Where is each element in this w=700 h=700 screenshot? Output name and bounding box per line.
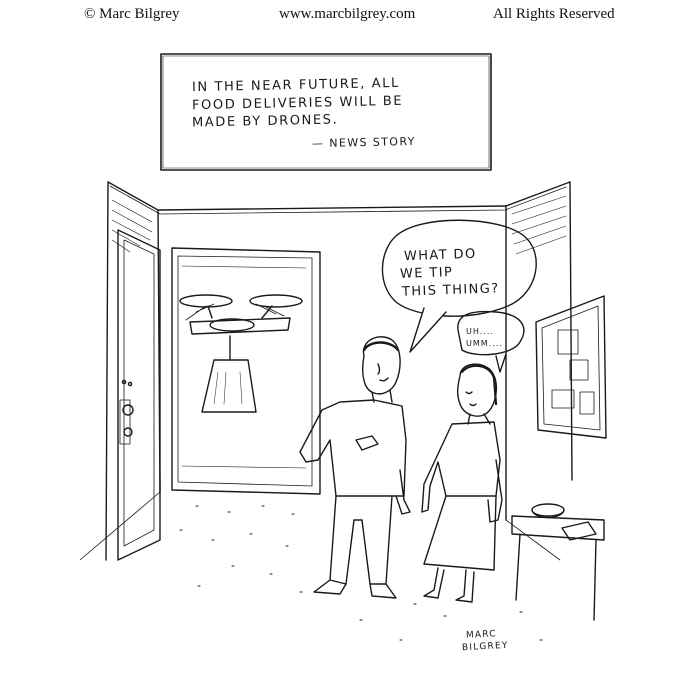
speech-text-line: WE TIP [399, 265, 454, 282]
quote-attribution: — NEWS STORY [311, 134, 416, 151]
floor-texture [180, 506, 542, 640]
side-table [512, 504, 604, 620]
bulletin-board [536, 296, 606, 438]
man-figure [300, 337, 410, 598]
speech-text-line: WHAT DO [403, 246, 477, 265]
doorway [172, 248, 320, 494]
reply-text-line: UH.... [466, 327, 494, 336]
wall-sign [161, 54, 491, 170]
woman-figure [422, 364, 502, 602]
speech-balloon [382, 220, 536, 352]
reply-balloon [458, 312, 524, 372]
reply-text-line: UMM.... [466, 339, 503, 348]
delivery-drone [180, 295, 302, 412]
rights-label: All Rights Reserved [493, 6, 615, 22]
website-label: www.marcbilgrey.com [279, 6, 416, 22]
speech-text-line: THIS THING? [401, 281, 500, 300]
quote-text-line: MADE BY DRONES. [191, 112, 339, 131]
artist-signature: MARC [465, 629, 498, 641]
room-outline [80, 182, 572, 560]
copyright-label: © Marc Bilgrey [84, 6, 180, 22]
open-door [118, 230, 160, 560]
